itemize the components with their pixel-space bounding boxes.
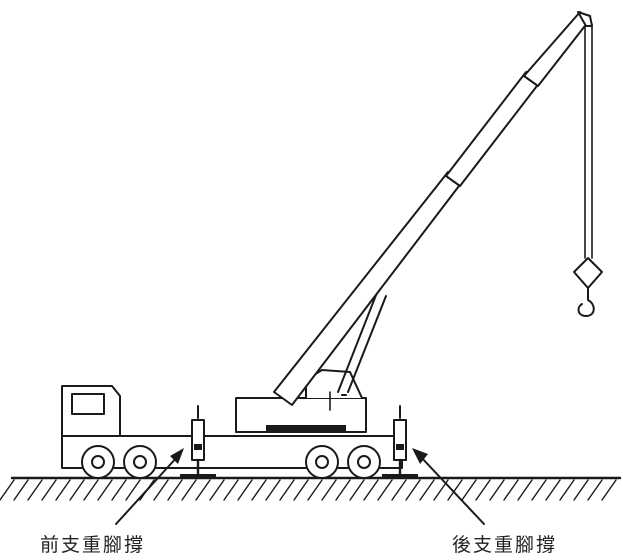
hatch-line [307, 479, 323, 501]
hatch-line [419, 479, 435, 501]
ground-hatching [0, 479, 617, 501]
hatch-line [125, 479, 141, 501]
hatch-line [601, 479, 617, 501]
hatch-line [293, 479, 309, 501]
truck-chassis [61, 435, 403, 469]
truck-cab [61, 385, 121, 437]
hatch-line [13, 479, 29, 501]
hatch-line [237, 479, 253, 501]
hatch-line [335, 479, 351, 501]
hatch-line [153, 479, 169, 501]
hatch-line [573, 479, 589, 501]
hatch-line [587, 479, 603, 501]
hatch-line [363, 479, 379, 501]
crane-turret [235, 369, 367, 433]
hatch-line [405, 479, 421, 501]
hatch-line [559, 479, 575, 501]
hook-block [573, 257, 603, 317]
hoist-rope [584, 23, 593, 259]
hatch-line [461, 479, 477, 501]
front-outrigger-pointer [115, 448, 184, 525]
rear-outrigger [382, 405, 418, 479]
hatch-line [251, 479, 267, 501]
hatch-line [27, 479, 43, 501]
hatch-line [475, 479, 491, 501]
wheel [123, 445, 157, 479]
wheel [305, 445, 339, 479]
hatch-line [83, 479, 99, 501]
hatch-line [517, 479, 533, 501]
hatch-line [531, 479, 547, 501]
hatch-line [391, 479, 407, 501]
hatch-line [349, 479, 365, 501]
hatch-line [0, 479, 15, 501]
hatch-line [111, 479, 127, 501]
luffing-cylinder [337, 289, 387, 396]
hatch-line [69, 479, 85, 501]
hatch-line [209, 479, 225, 501]
front-outrigger-label: 前支重腳撐 [40, 534, 146, 556]
rear-outrigger-label: 後支重腳撐 [452, 534, 558, 556]
hatch-line [279, 479, 295, 501]
hatch-line [321, 479, 337, 501]
rear-outrigger-pointer [412, 448, 485, 525]
hatch-line [167, 479, 183, 501]
hatch-line [55, 479, 71, 501]
hatch-line [377, 479, 393, 501]
hatch-line [265, 479, 281, 501]
hatch-line [195, 479, 211, 501]
hatch-line [223, 479, 239, 501]
cab-window [71, 393, 105, 415]
wheel [81, 445, 115, 479]
front-outrigger [180, 405, 216, 479]
hatch-line [181, 479, 197, 501]
hatch-line [545, 479, 561, 501]
hatch-line [503, 479, 519, 501]
telescopic-boom [273, 11, 593, 406]
hatch-line [41, 479, 57, 501]
hatch-line [97, 479, 113, 501]
ground [0, 476, 622, 501]
hatch-line [489, 479, 505, 501]
wheel [347, 445, 381, 479]
hatch-line [447, 479, 463, 501]
wheels [81, 445, 381, 479]
